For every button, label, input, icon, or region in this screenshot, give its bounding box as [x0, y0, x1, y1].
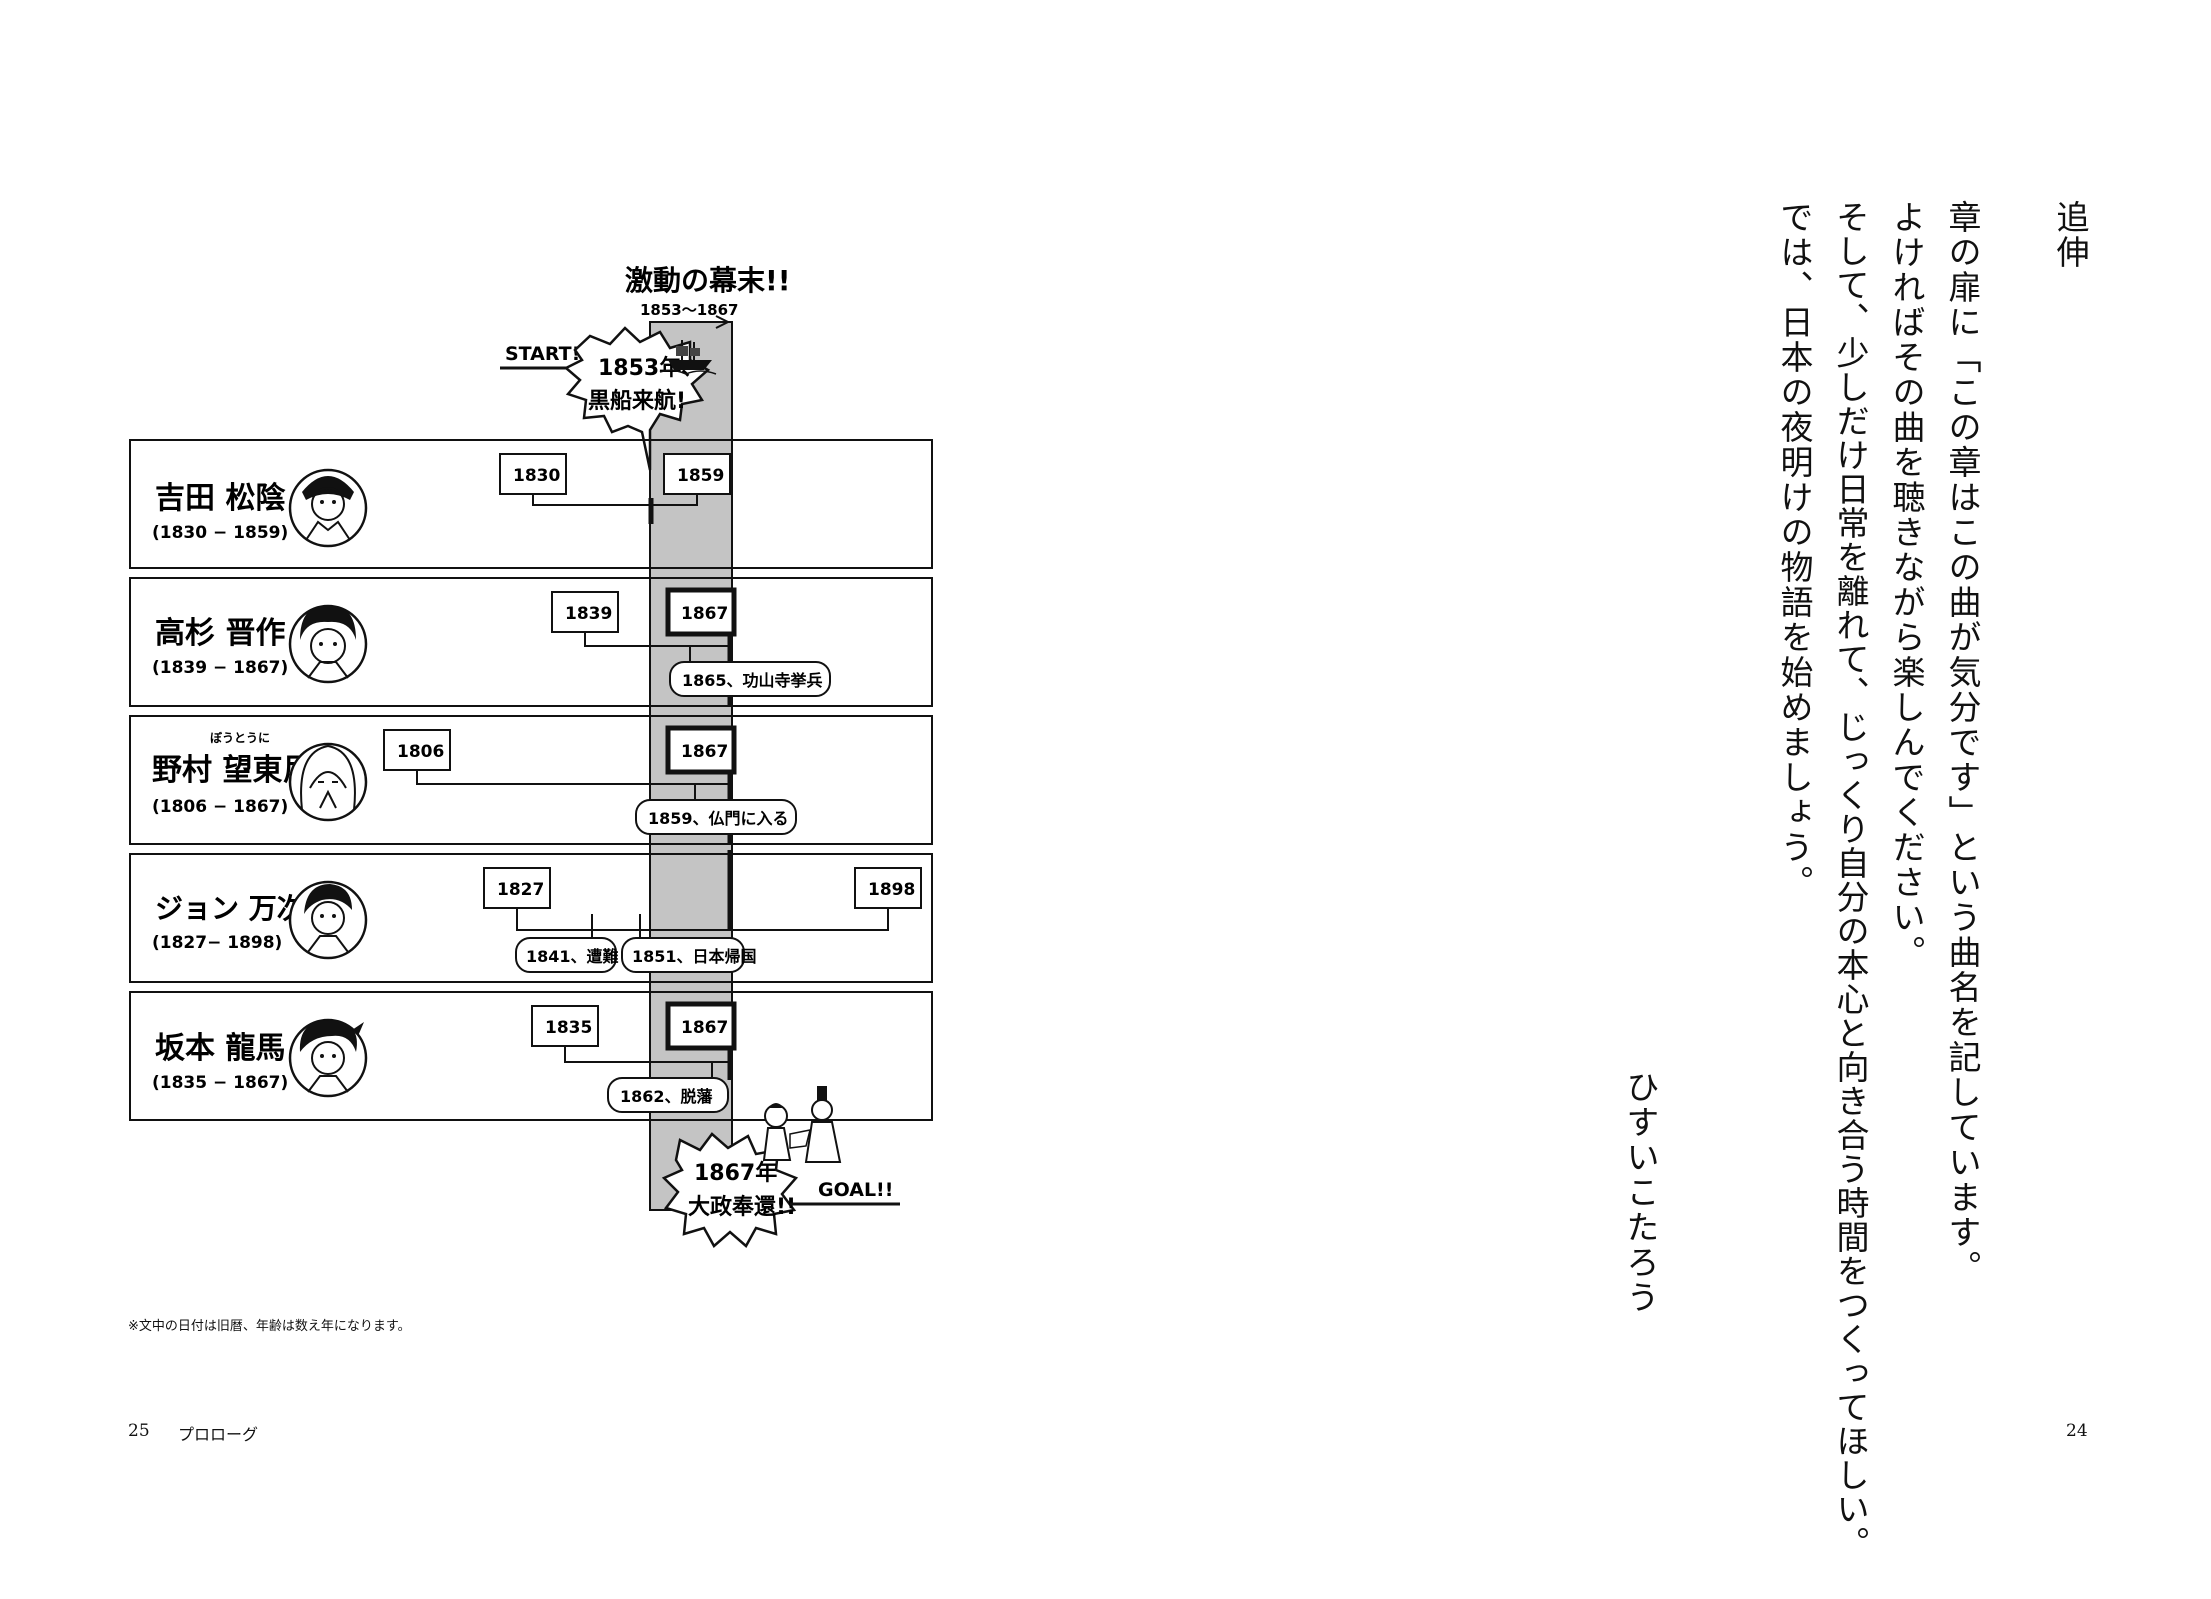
- footnote: ※文中の日付は旧暦、年齢は数え年になります。: [128, 1319, 411, 1334]
- body-line: では、日本の夜明けの物語を始めましょう。: [1775, 200, 1814, 900]
- birth-year: 1839: [565, 604, 612, 624]
- goal-label: GOAL!!: [818, 1179, 893, 1201]
- death-year: 1867: [681, 1018, 728, 1038]
- header-arrow-head-icon: [715, 315, 731, 329]
- event-label-box: [607, 1077, 729, 1113]
- signature: ひすいこたろう: [1621, 1070, 1660, 1315]
- life-connector: [532, 494, 698, 506]
- portrait-icon: [288, 742, 368, 822]
- person-row: ジョン 万次郎 (1827− 1898) 1827 1898 1841、遭難 1…: [129, 850, 933, 983]
- ship-icon: [659, 340, 717, 375]
- start-label: START!: [505, 343, 580, 365]
- life-connector: [416, 770, 730, 785]
- page-number-right: 24: [2066, 1421, 2088, 1441]
- event-label-box: [635, 799, 797, 835]
- goal-bubble-line2: 大政奉還!!: [688, 1194, 796, 1220]
- person-years: (1806 − 1867): [152, 797, 288, 817]
- person-name: 吉田 松陰: [155, 481, 286, 516]
- birth-year: 1827: [497, 880, 544, 900]
- portrait-icon: [288, 604, 368, 684]
- person-row: 高杉 晋作 (1839 − 1867) 1839 1867 1865、功山寺挙兵: [129, 577, 933, 707]
- event-label-box: [621, 937, 745, 973]
- person-row: 吉田 松陰 (1830 − 1859) 1830 1859: [129, 439, 933, 569]
- row-frame: [129, 715, 933, 845]
- row-frame: [129, 439, 933, 569]
- birth-year-box: [483, 867, 551, 909]
- death-year: 1859: [677, 466, 724, 486]
- body-line: よければその曲を聴きながら楽しんでください。: [1887, 200, 1926, 970]
- person-name: 高杉 晋作: [155, 616, 285, 651]
- row-frame: [129, 991, 933, 1121]
- portrait-icon: [288, 880, 368, 960]
- death-year-box: [665, 1001, 737, 1051]
- death-year-box: [854, 867, 922, 909]
- birth-year: 1806: [397, 742, 444, 762]
- event-label: 1862、脱藩: [620, 1087, 714, 1106]
- row-frame: [129, 853, 933, 983]
- event-label: 1851、日本帰国: [632, 947, 757, 966]
- death-year: 1898: [868, 880, 915, 900]
- figures-icon: [762, 1086, 842, 1163]
- postscript-title: 追伸: [2051, 200, 2090, 270]
- person-years: (1839 − 1867): [152, 658, 288, 678]
- page-number-left: 25: [128, 1421, 150, 1441]
- death-year-box: [665, 725, 737, 775]
- person-name: 野村 望東尼: [152, 753, 312, 788]
- person-years: (1830 − 1859): [152, 523, 288, 543]
- portrait-icon: [288, 468, 368, 548]
- person-name-ruby: ぼうとうに: [210, 731, 270, 745]
- body-line: 章の扉に「この章はこの曲が気分です」という曲名を記しています。: [1943, 200, 1982, 1285]
- event-label-box: [515, 937, 617, 973]
- death-year: 1867: [681, 604, 728, 624]
- birth-year: 1830: [513, 466, 560, 486]
- death-year-box: [663, 453, 731, 495]
- life-connector: [564, 1046, 730, 1063]
- life-connector: [516, 908, 889, 931]
- person-row: ぼうとうに 野村 望東尼 (1806 − 1867) 1806 1867 185…: [129, 715, 933, 845]
- event-label-box: [669, 661, 831, 697]
- goal-bubble: [661, 1132, 799, 1248]
- person-years: (1827− 1898): [152, 933, 282, 953]
- life-connector: [584, 632, 730, 647]
- start-bubble-line2: 黒船来航!: [588, 388, 686, 414]
- event-label: 1859、仏門に入る: [648, 809, 789, 828]
- running-head: プロローグ: [178, 1425, 259, 1444]
- portrait-icon: [288, 1018, 368, 1098]
- person-row: 坂本 龍馬 (1835 − 1867) 1835 1867 1862、脱藩: [129, 991, 933, 1121]
- death-year: 1867: [681, 742, 728, 762]
- birth-year: 1835: [545, 1018, 592, 1038]
- row-frame: [129, 577, 933, 707]
- body-line: そして、少しだけ日常を離れて、じっくり自分の本心と向き合う時間をつくってほしい。: [1831, 200, 1870, 1560]
- timeline-header-title: 激動の幕末!!: [625, 264, 791, 297]
- person-name: 坂本 龍馬: [155, 1031, 285, 1066]
- person-years: (1835 − 1867): [152, 1073, 288, 1093]
- birth-year-box: [499, 453, 567, 495]
- event-label: 1865、功山寺挙兵: [682, 671, 823, 690]
- birth-year-box: [531, 1005, 599, 1047]
- death-year-box: [665, 587, 737, 637]
- timeline-header-range: 1853〜1867: [640, 301, 739, 319]
- event-label: 1841、遭難: [526, 947, 619, 966]
- goal-bubble-line1: 1867年: [694, 1160, 777, 1186]
